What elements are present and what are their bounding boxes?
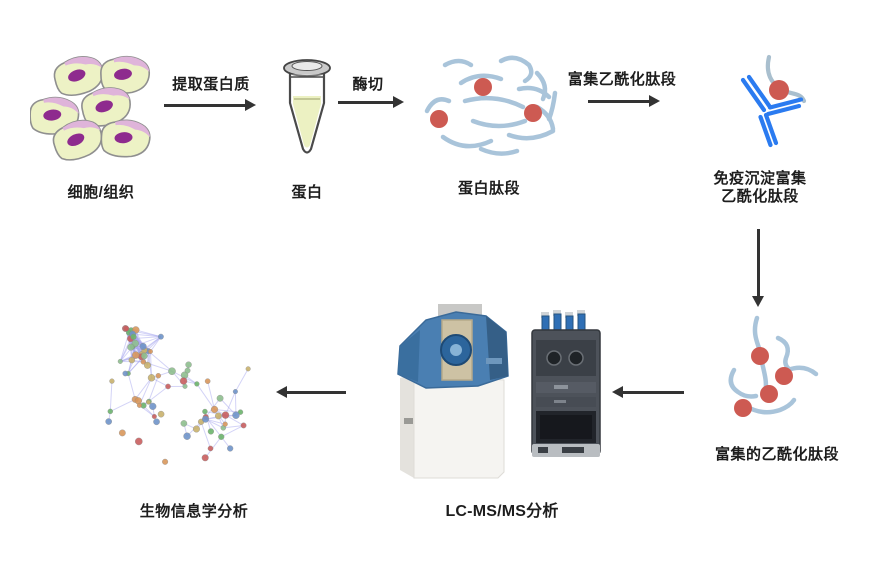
label-peptides: 蛋白肽段 [457, 180, 521, 197]
label-digestion: 酶切 [352, 76, 384, 93]
label-lcms: LC-MS/MS分析 [445, 503, 559, 520]
microtube-icon [283, 59, 331, 154]
peptides-icon [424, 55, 558, 156]
label-immunoprecipitation-line1: 免疫沉淀富集 [713, 170, 807, 187]
arrow-digestion [338, 96, 404, 107]
label-cells: 细胞/组织 [67, 184, 135, 201]
arrow-to-lcms [612, 386, 684, 397]
arrow-enrich [588, 95, 660, 106]
hplc-icon [531, 310, 601, 457]
arrow-to-bioinformatics [276, 386, 346, 397]
label-bioinformatics: 生物信息学分析 [139, 503, 249, 520]
label-immunoprecipitation: 免疫沉淀富集 乙酰化肽段 [713, 170, 806, 206]
network-icon [105, 325, 251, 465]
label-enrich: 富集乙酰化肽段 [567, 71, 677, 88]
label-enriched-peptides: 富集的乙酰化肽段 [714, 446, 840, 463]
arrow-extract-protein [164, 99, 256, 110]
cells-icon [30, 53, 154, 164]
label-extract-protein: 提取蛋白质 [172, 76, 250, 93]
antibody-icon [740, 54, 807, 148]
label-protein: 蛋白 [291, 184, 323, 201]
mass-spectrometer-icon [397, 304, 509, 479]
arrow-down [752, 229, 763, 307]
enriched-peptides-icon [728, 315, 819, 417]
label-immunoprecipitation-line2: 乙酰化肽段 [721, 188, 799, 205]
